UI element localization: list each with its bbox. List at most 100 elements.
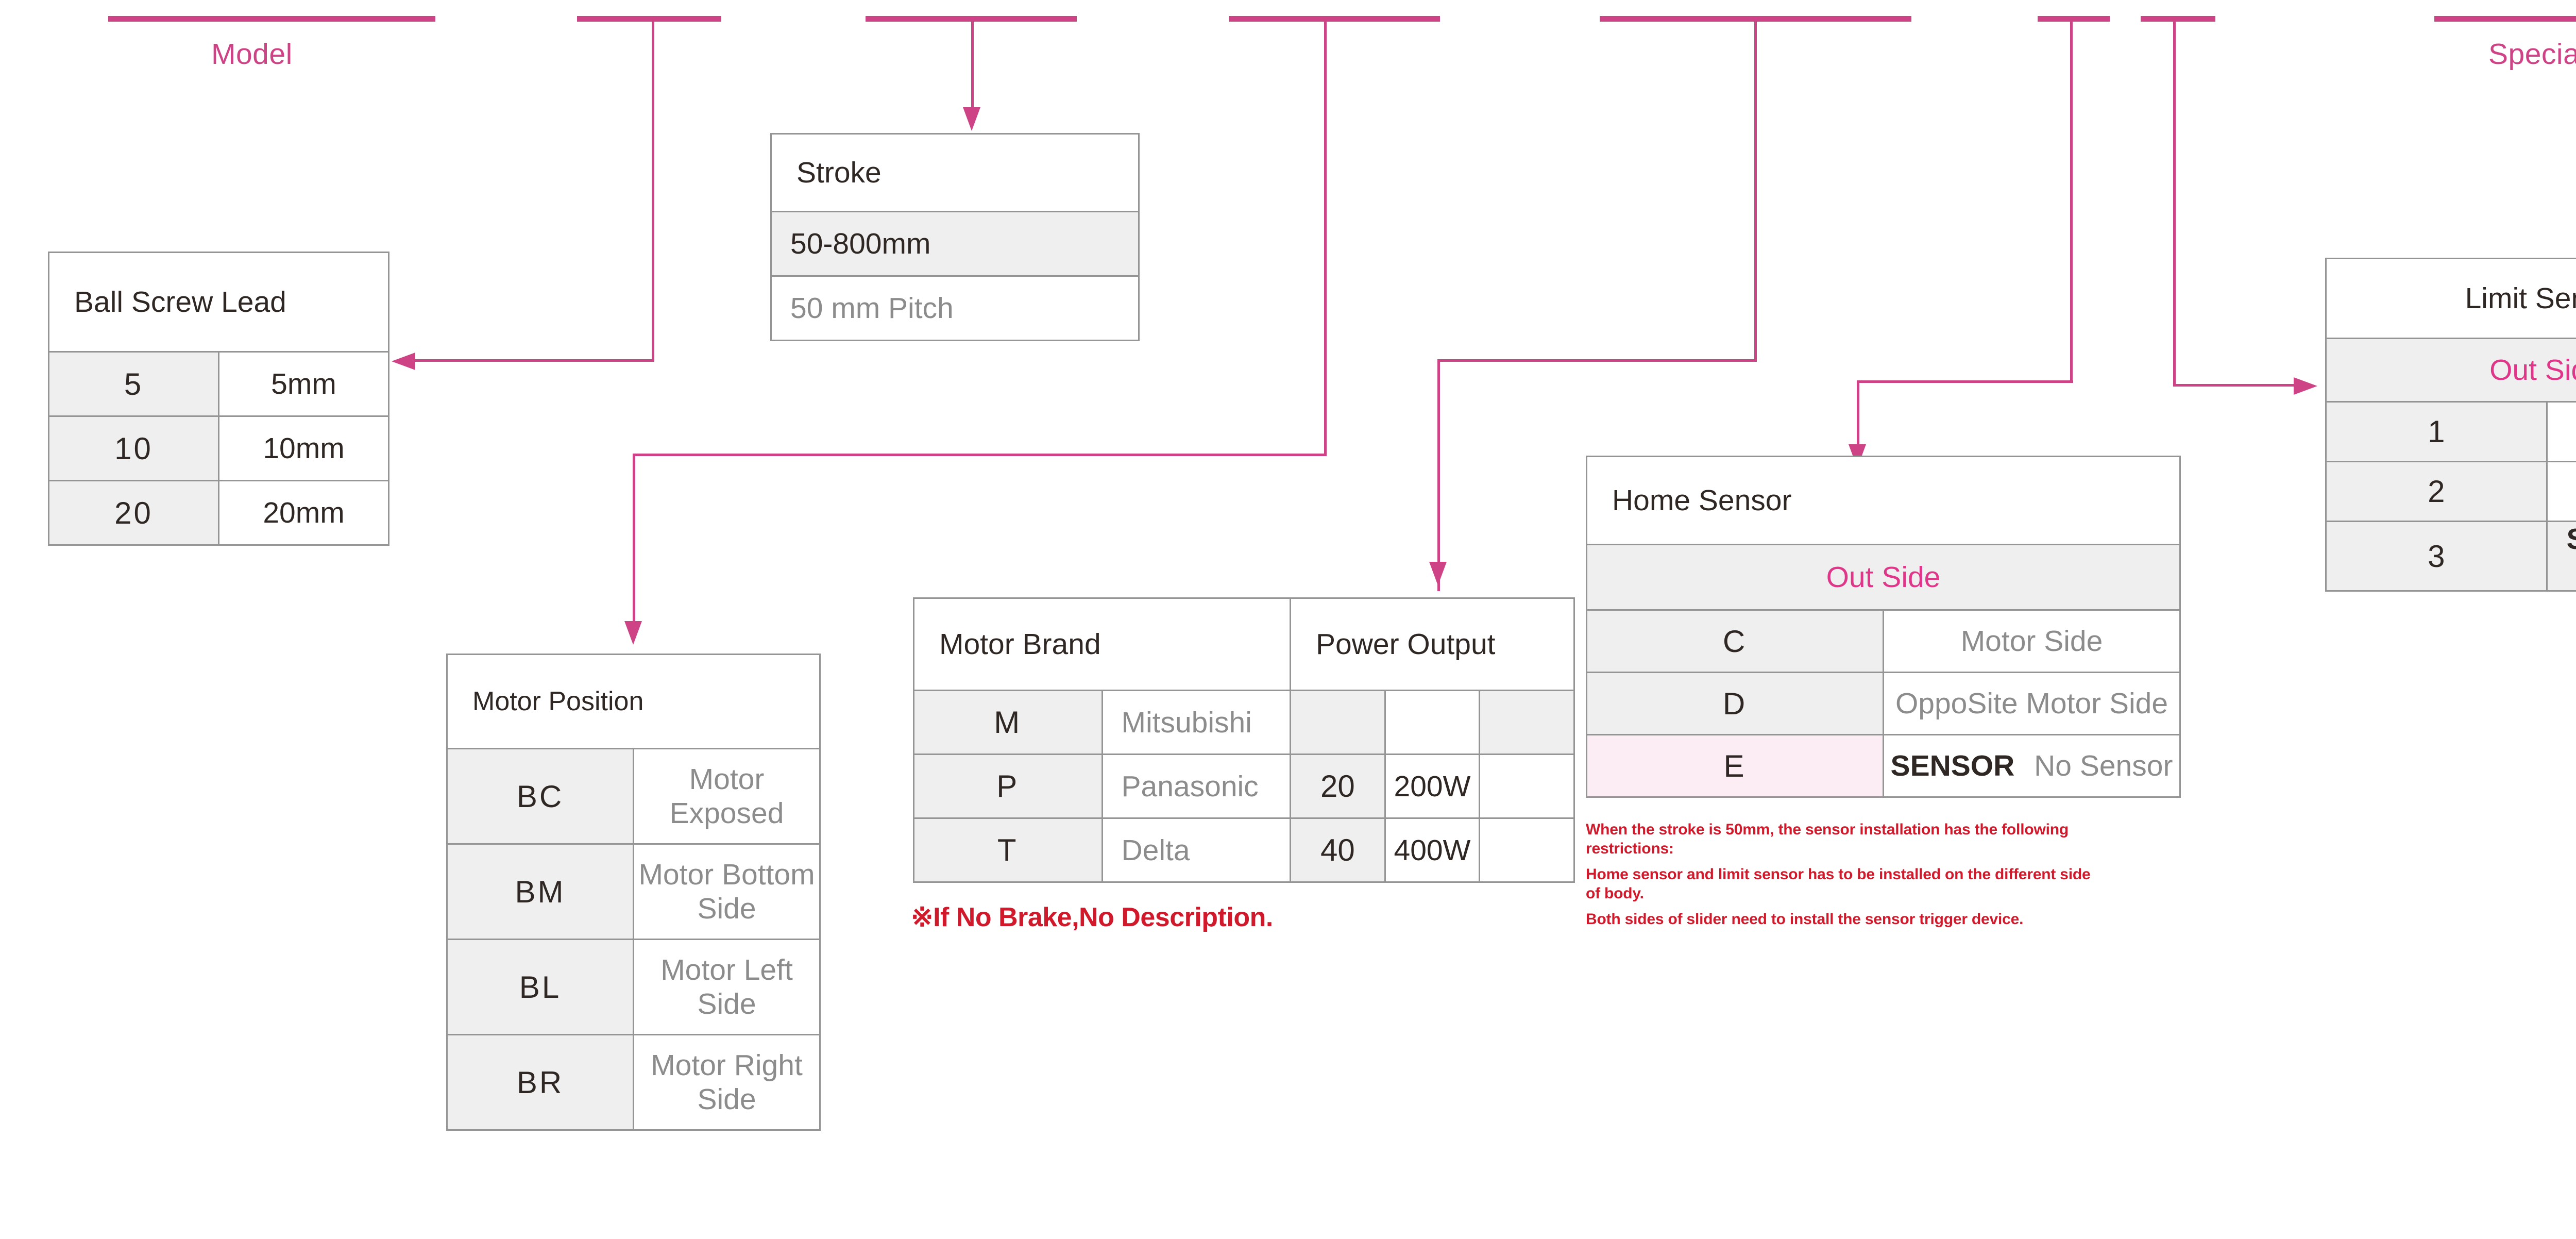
arrow-motor-position xyxy=(624,621,642,645)
ball-screw-lead-code-2[interactable]: 20 xyxy=(48,480,219,546)
motor-brand-value-0: Mitsubishi xyxy=(1101,690,1291,755)
table-row[interactable]: 10 10mm xyxy=(48,415,389,481)
table-motor-brand-power-output: Motor Brand Power Output M Mitsubishi P … xyxy=(913,597,1575,883)
limit-sensor-code-2[interactable]: 3 xyxy=(2325,521,2548,592)
leader-v1-motor-position xyxy=(1324,19,1327,456)
table-row[interactable]: 50-800mm xyxy=(770,211,1140,277)
table-row[interactable]: 20 20mm xyxy=(48,480,389,546)
limit-sensor-title: Limit Sensor xyxy=(2325,258,2576,339)
table-row[interactable]: P Panasonic 20 200W xyxy=(913,754,1575,819)
no-brake-note: ※If No Brake,No Description. xyxy=(911,902,1273,932)
table-row: Stroke xyxy=(770,133,1140,212)
stroke-range[interactable]: 50-800mm xyxy=(770,211,1140,277)
motor-position-value-1: Motor Bottom Side xyxy=(633,843,821,940)
home-sensor-subhead: Out Side xyxy=(1586,544,2181,611)
table-row[interactable]: E SENSOR No Sensor xyxy=(1586,734,2181,798)
restriction-line-2: Home sensor and limit sensor has to be i… xyxy=(1586,866,2091,902)
motor-brand-value-2: Delta xyxy=(1101,817,1291,883)
power-output-extra-1 xyxy=(1479,754,1575,819)
ball-screw-lead-title: Ball Screw Lead xyxy=(48,252,389,353)
table-row[interactable]: 5 5mm xyxy=(48,351,389,417)
table-row[interactable]: M Mitsubishi xyxy=(913,690,1575,755)
limit-sensor-value-2: SENSOR No Sensor xyxy=(2546,521,2576,592)
motor-position-code-3[interactable]: BR xyxy=(446,1034,634,1131)
arrow-limit-sensor xyxy=(2294,377,2317,395)
limit-sensor-code-0[interactable]: 1 xyxy=(2325,401,2548,462)
home-sensor-value-2: SENSOR No Sensor xyxy=(1883,734,2181,798)
table-row[interactable]: 2 2 Pc xyxy=(2325,461,2576,522)
home-sensor-code-2[interactable]: E xyxy=(1586,734,1884,798)
ball-screw-lead-code-1[interactable]: 10 xyxy=(48,415,219,481)
home-sensor-restrictions: When the stroke is 50mm, the sensor inst… xyxy=(1586,821,2101,936)
home-sensor-value-1: OppoSite Motor Side xyxy=(1883,672,2181,735)
limit-sensor-value-1: 2 Pc xyxy=(2546,461,2576,522)
leader-v-limit-sensor xyxy=(2173,19,2176,386)
table-row[interactable]: D OppoSite Motor Side xyxy=(1586,672,2181,735)
table-row: Limit Sensor xyxy=(2325,258,2576,339)
leader-v-ball-screw xyxy=(652,19,654,361)
ball-screw-lead-code-0[interactable]: 5 xyxy=(48,351,219,417)
table-row[interactable]: BM Motor Bottom Side xyxy=(446,843,821,940)
table-row[interactable]: 3 SENSOR No Sensor xyxy=(2325,521,2576,592)
table-row[interactable]: T Delta 40 400W xyxy=(913,817,1575,883)
motor-position-value-2: Motor Left Side xyxy=(633,939,821,1035)
table-row: 50 mm Pitch xyxy=(770,275,1140,341)
power-output-code-1[interactable]: 20 xyxy=(1290,754,1386,819)
home-sensor-value-0: Motor Side xyxy=(1883,609,2181,673)
motor-position-code-2[interactable]: BL xyxy=(446,939,634,1035)
table-row[interactable]: C Motor Side xyxy=(1586,609,2181,673)
ball-screw-lead-value-1: 10mm xyxy=(218,415,389,481)
table-row: Motor Position xyxy=(446,654,821,749)
power-output-extra-2 xyxy=(1479,817,1575,883)
restriction-line-3: Both sides of slider need to install the… xyxy=(1586,911,2024,928)
table-ball-screw-lead: Ball Screw Lead 5 5mm 10 10mm 20 20mm xyxy=(48,252,389,546)
motor-brand-title: Motor Brand xyxy=(913,597,1291,691)
motor-position-value-0: Motor Exposed xyxy=(633,748,821,845)
leader-v2-home-sensor xyxy=(1857,380,1859,448)
arrow-power-output xyxy=(1429,562,1447,585)
motor-position-code-1[interactable]: BM xyxy=(446,843,634,940)
leader-tick-ball-screw xyxy=(577,16,721,22)
table-row[interactable]: BL Motor Left Side xyxy=(446,939,821,1035)
limit-sensor-code-1[interactable]: 2 xyxy=(2325,461,2548,522)
table-home-sensor: Home Sensor Out Side C Motor Side D Oppo… xyxy=(1586,456,2181,798)
leader-v1-home-sensor xyxy=(2070,19,2073,382)
motor-brand-value-1: Panasonic xyxy=(1101,754,1291,819)
power-output-value-1: 200W xyxy=(1384,754,1481,819)
power-output-code-0[interactable] xyxy=(1290,690,1386,755)
limit-sensor-subhead: Out Side xyxy=(2325,338,2576,403)
motor-position-value-3: Motor Right Side xyxy=(633,1034,821,1131)
restriction-line-1: When the stroke is 50mm, the sensor inst… xyxy=(1586,821,2069,857)
stroke-pitch: 50 mm Pitch xyxy=(770,275,1140,341)
caption-special-order: Special Order No. xyxy=(2488,38,2576,71)
motor-brand-code-0[interactable]: M xyxy=(913,690,1103,755)
leader-h-home-sensor xyxy=(1857,380,2073,383)
home-sensor-code-0[interactable]: C xyxy=(1586,609,1884,673)
leader-tick-limit-sensor xyxy=(2141,16,2215,22)
table-row: Home Sensor xyxy=(1586,456,2181,545)
limit-sensor-value-0: 1 Pc xyxy=(2546,401,2576,462)
table-row: Out Side xyxy=(1586,544,2181,611)
motor-brand-code-2[interactable]: T xyxy=(913,817,1103,883)
table-row[interactable]: BR Motor Right Side xyxy=(446,1034,821,1131)
table-stroke: Stroke 50-800mm 50 mm Pitch xyxy=(770,133,1140,341)
motor-brand-code-1[interactable]: P xyxy=(913,754,1103,819)
home-sensor-title: Home Sensor xyxy=(1586,456,2181,545)
power-output-code-2[interactable]: 40 xyxy=(1290,817,1386,883)
table-row[interactable]: BC Motor Exposed xyxy=(446,748,821,845)
power-output-value-0 xyxy=(1384,690,1481,755)
home-sensor-code-1[interactable]: D xyxy=(1586,672,1884,735)
leader-v2-motor-position xyxy=(633,454,635,625)
ball-screw-lead-value-0: 5mm xyxy=(218,351,389,417)
table-row: Motor Brand Power Output xyxy=(913,597,1575,691)
leader-h-limit-sensor xyxy=(2173,384,2297,387)
arrow-stroke xyxy=(963,107,980,131)
motor-position-code-0[interactable]: BC xyxy=(446,748,634,845)
table-row[interactable]: 1 1 Pc xyxy=(2325,401,2576,462)
leader-tick-motor-position xyxy=(1229,16,1440,22)
limit-sensor-sensor-label: SENSOR xyxy=(2567,523,2576,556)
leader-tick-special-order xyxy=(2434,16,2576,22)
table-row: Out Side xyxy=(2325,338,2576,403)
table-motor-position: Motor Position BC Motor Exposed BM Motor… xyxy=(446,654,821,1131)
